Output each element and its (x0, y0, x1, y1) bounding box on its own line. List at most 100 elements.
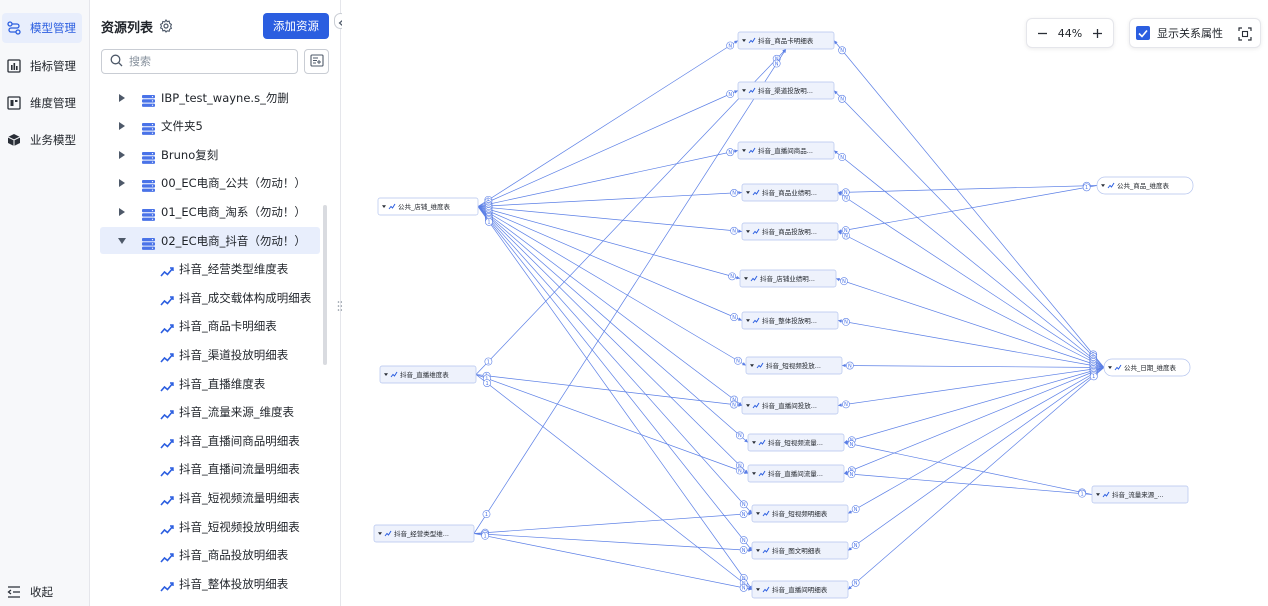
relation-edge[interactable] (473, 48, 787, 534)
relation-edge[interactable] (473, 513, 753, 534)
caret-down-icon[interactable] (746, 191, 750, 194)
graph-node[interactable]: 抖音_直播间商品... (737, 141, 835, 160)
relation-edge[interactable] (475, 374, 753, 590)
caret-down-icon[interactable] (756, 512, 760, 515)
tree-item-table[interactable]: 抖音_经营类型维度表 (100, 256, 320, 283)
relation-edge[interactable] (477, 206, 753, 514)
caret-down-icon[interactable] (746, 404, 750, 407)
relation-edge[interactable] (837, 367, 1105, 406)
graph-node[interactable]: 抖音_直播间明细表 (751, 580, 849, 599)
graph-node[interactable]: 抖音_直播维度表 (379, 365, 477, 384)
caret-down-icon[interactable] (117, 236, 127, 246)
panel-resize-handle[interactable] (337, 298, 343, 312)
graph-node[interactable]: 抖音_直播间流量... (747, 464, 845, 483)
caret-down-icon[interactable] (1101, 184, 1105, 187)
tree-item-folder[interactable]: 01_EC电商_淘系（勿动！） (100, 198, 320, 225)
relation-edge[interactable] (833, 90, 1105, 368)
relation-edge[interactable] (837, 185, 1098, 232)
relation-edge[interactable] (847, 367, 1105, 590)
caret-down-icon[interactable] (752, 441, 756, 444)
caret-down-icon[interactable] (742, 89, 746, 92)
tree-item-table[interactable]: 抖音_成交载体构成明细表 (100, 284, 320, 311)
graph-node[interactable]: 抖音_渠道投放明... (737, 81, 835, 100)
relation-edge[interactable] (847, 367, 1105, 514)
gear-icon[interactable] (159, 18, 173, 33)
relation-edge[interactable] (837, 192, 1105, 368)
caret-down-icon[interactable] (382, 205, 386, 208)
caret-right-icon[interactable] (117, 207, 127, 217)
nav-item-business-model[interactable]: 业务模型 (2, 125, 82, 155)
caret-right-icon[interactable] (117, 121, 127, 131)
tree-item-folder[interactable]: 00_EC电商_公共（勿动！） (100, 170, 320, 197)
graph-node[interactable]: 公共_商品_维度表 (1096, 176, 1194, 195)
caret-down-icon[interactable] (756, 588, 760, 591)
relation-edge[interactable] (837, 231, 1105, 368)
add-resource-button[interactable]: 添加资源 (263, 13, 329, 39)
search-input[interactable] (129, 55, 289, 68)
relation-edge[interactable] (475, 374, 743, 406)
tree-item-folder[interactable]: 文件夹5 (100, 113, 320, 140)
relation-edge[interactable] (477, 206, 743, 232)
caret-down-icon[interactable] (742, 149, 746, 152)
caret-down-icon[interactable] (744, 277, 748, 280)
zoom-in-button[interactable] (1091, 26, 1105, 40)
graph-node[interactable]: 抖音_店铺业绩明... (739, 269, 837, 288)
graph-node[interactable]: 公共_日期_维度表 (1103, 358, 1191, 377)
relation-edge[interactable] (837, 185, 1098, 193)
relation-edge[interactable] (843, 367, 1105, 474)
graph-canvas[interactable]: 1N1N1N1N1N1N1N1N1N1N1N1N1N1N1N1N1N1N1N1N… (342, 0, 1268, 606)
caret-down-icon[interactable] (384, 373, 388, 376)
relation-edge[interactable] (477, 206, 743, 321)
nav-item-metric-management[interactable]: 指标管理 (2, 51, 82, 81)
zoom-out-button[interactable] (1035, 26, 1049, 40)
graph-node[interactable]: 抖音_短视频流量... (747, 433, 845, 452)
graph-node[interactable]: 抖音_短视频投放... (745, 356, 843, 375)
tree-item-table[interactable]: 抖音_商品卡明细表 (100, 313, 320, 340)
relation-edge[interactable] (477, 206, 749, 443)
graph-node[interactable]: 抖音_商品业绩明... (741, 183, 839, 202)
tree-item-table[interactable]: 抖音_短视频流量明细表 (100, 484, 320, 511)
caret-down-icon[interactable] (746, 319, 750, 322)
relation-edge[interactable] (477, 206, 753, 590)
graph-node[interactable]: 抖音_商品卡明细表 (737, 31, 835, 50)
tree-item-table[interactable]: 抖音_整体投放明细表 (100, 570, 320, 597)
graph-node[interactable]: 抖音_直播间投放... (741, 396, 839, 415)
tree-item-folder[interactable]: 02_EC电商_抖音（勿动！） (100, 227, 320, 254)
relation-edge[interactable] (843, 442, 1093, 495)
search-box[interactable] (101, 49, 298, 74)
caret-down-icon[interactable] (742, 39, 746, 42)
graph-node[interactable]: 公共_店铺_维度表 (377, 197, 479, 216)
tree-item-table[interactable]: 抖音_渠道投放明细表 (100, 341, 320, 368)
caret-right-icon[interactable] (117, 150, 127, 160)
caret-down-icon[interactable] (756, 549, 760, 552)
relation-edge[interactable] (477, 40, 739, 207)
graph-node[interactable]: 抖音_图文明细表 (751, 541, 849, 560)
relation-edge[interactable] (847, 367, 1105, 551)
relation-edge[interactable] (475, 374, 749, 474)
show-relations-checkbox[interactable] (1136, 26, 1150, 40)
relation-edge[interactable] (835, 278, 1105, 368)
relation-edge[interactable] (473, 533, 753, 551)
relation-edge[interactable] (833, 150, 1105, 368)
nav-item-model-management[interactable]: 模型管理 (2, 13, 82, 43)
relation-edge[interactable] (837, 320, 1105, 368)
relation-edge[interactable] (473, 533, 753, 590)
caret-down-icon[interactable] (1108, 366, 1112, 369)
collapse-nav-button[interactable]: 收起 (2, 577, 82, 606)
caret-down-icon[interactable] (746, 230, 750, 233)
tree-item-table[interactable]: 抖音_直播维度表 (100, 370, 320, 397)
relation-edge[interactable] (477, 206, 741, 279)
filter-button[interactable] (304, 49, 329, 74)
relation-edge[interactable] (833, 40, 1105, 368)
relation-edge[interactable] (477, 192, 743, 207)
tree-item-folder[interactable]: Bruno复刻 (100, 141, 320, 168)
graph-node[interactable]: 抖音_商品投放明... (741, 222, 839, 241)
graph-node[interactable]: 抖音_短视频明细表 (751, 504, 849, 523)
tree-item-table[interactable]: 抖音_流量来源_维度表 (100, 399, 320, 426)
caret-down-icon[interactable] (750, 364, 754, 367)
caret-down-icon[interactable] (1096, 493, 1100, 496)
fit-view-button[interactable] (1238, 26, 1252, 41)
graph-node[interactable]: 抖音_整体投放明... (741, 311, 839, 330)
relation-edge[interactable] (477, 150, 739, 207)
caret-right-icon[interactable] (117, 93, 127, 103)
